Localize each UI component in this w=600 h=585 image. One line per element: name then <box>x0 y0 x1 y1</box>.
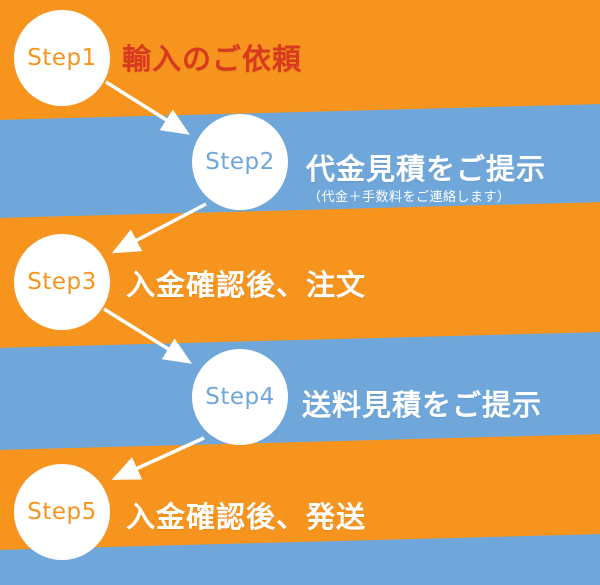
step1-badge: Step1 <box>14 10 110 106</box>
step4-title: 送料見積をご提示 <box>302 388 543 422</box>
step4-badge-label: Step4 <box>205 384 275 410</box>
step5-badge: Step5 <box>14 464 110 560</box>
step1-badge-label: Step1 <box>27 45 97 71</box>
step1-title: 輸入のご依頼 <box>122 42 303 76</box>
step3-badge-label: Step3 <box>27 269 97 295</box>
step3-title: 入金確認後、注文 <box>126 268 367 302</box>
step5-badge-label: Step5 <box>27 499 97 525</box>
step5-title: 入金確認後、発送 <box>126 500 367 534</box>
step2-title: 代金見積をご提示 <box>306 152 547 186</box>
step2-badge-label: Step2 <box>205 149 275 175</box>
step2-subtitle: （代金＋手数料をご連絡します） <box>308 190 511 205</box>
step3-badge: Step3 <box>14 234 110 330</box>
step2-badge: Step2 <box>192 114 288 210</box>
step4-badge: Step4 <box>192 349 288 445</box>
